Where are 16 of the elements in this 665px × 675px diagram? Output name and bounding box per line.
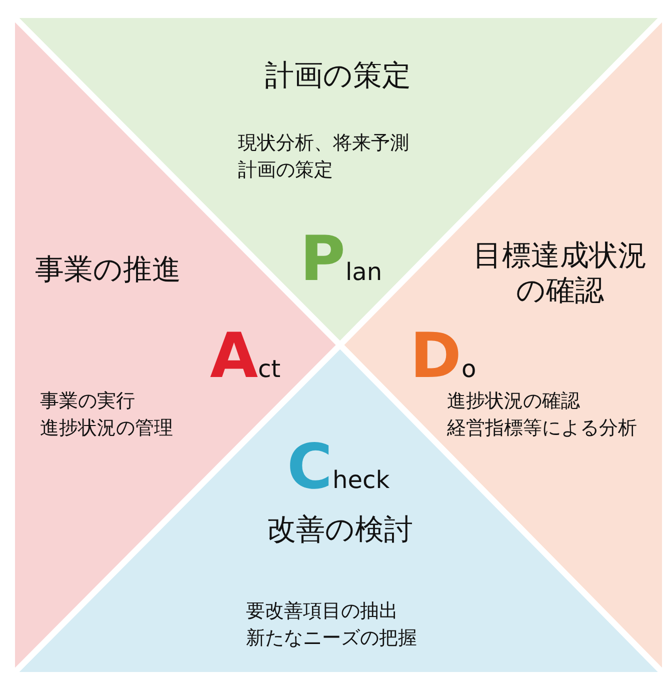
cycle-stage-label: Act (210, 325, 281, 387)
list-item: 計画の策定 (238, 159, 333, 182)
cycle-stage-label: Do (410, 325, 476, 387)
section-heading: 事業の推進 (35, 252, 181, 287)
section-heading: 目標達成状況の確認 (472, 238, 648, 308)
list-item: 経営指標等による分析 (447, 417, 637, 440)
section-heading: 計画の策定 (265, 58, 411, 93)
list-item: 事業の実行 (40, 390, 135, 413)
list-item: 現状分析、将来予測 (238, 132, 409, 155)
list-item: 要改善項目の抽出 (246, 600, 398, 623)
list-item: 新たなニーズの把握 (246, 627, 417, 650)
list-item: 進捗状況の管理 (40, 417, 173, 440)
cycle-stage-label: Check (287, 436, 390, 498)
list-item: 進捗状況の確認 (447, 390, 580, 413)
section-heading: 改善の検討 (267, 512, 413, 547)
cycle-stage-label: Plan (300, 228, 382, 290)
